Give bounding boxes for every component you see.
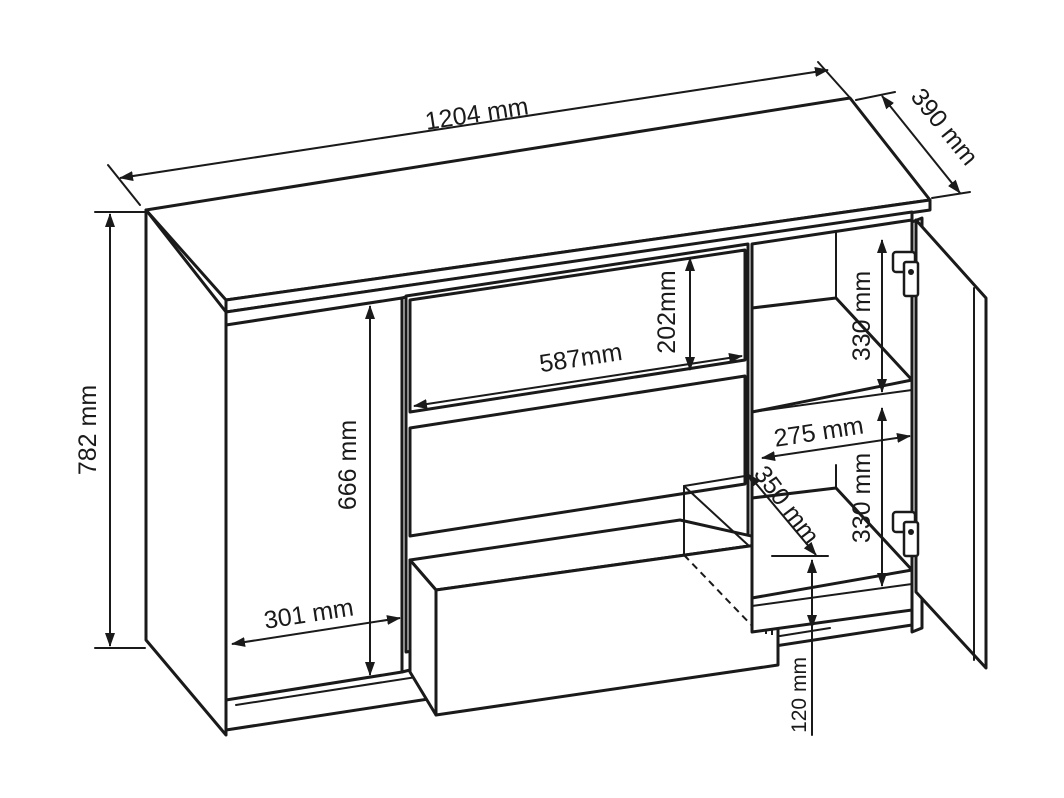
drawer-inner-height-label: 120 mm: [788, 657, 811, 733]
drawer-3-front: [434, 540, 780, 717]
width-ext-left: [107, 164, 141, 206]
drawer-3-side-bottom: [683, 554, 759, 633]
hinge-bottom-icon: [891, 510, 920, 558]
hinge-top-icon: [891, 250, 920, 298]
drawer-depth-dimension-line: [747, 473, 817, 556]
shelf-top-label: 330 mm: [848, 271, 876, 361]
upper-shelf-front: [751, 389, 913, 413]
dimension-lines: [94, 61, 971, 736]
depth-ext-bottom: [931, 191, 971, 199]
drawer-inner-ext-bottom: [779, 627, 831, 637]
shelf-bottom-label: 330 mm: [848, 453, 876, 543]
width-label: 1204 mm: [423, 92, 530, 135]
height-label: 782 mm: [74, 385, 102, 475]
left-door-panel: [224, 296, 404, 702]
cabinet-top-front-edge: [224, 198, 932, 314]
width-dimension-line: [119, 67, 829, 181]
left-width-dimension-line: [231, 615, 401, 647]
width-ext-right: [817, 61, 853, 101]
left-door: [224, 294, 412, 702]
lower-shelf-front: [751, 583, 913, 607]
right-door-panel: [914, 218, 988, 670]
drawer-3-side-top: [683, 485, 749, 546]
depth-ext-top: [855, 91, 896, 101]
drawer-height-label: 202mm: [653, 270, 681, 353]
depth-dimension-line: [881, 95, 961, 194]
cabinet-left-side: [144, 208, 228, 737]
depth-label: 390 mm: [905, 83, 984, 171]
right-width-dimension-line: [761, 432, 911, 462]
door-height-label: 666 mm: [334, 420, 362, 510]
right-door: [891, 216, 988, 670]
drawer-column: [404, 242, 780, 717]
drawer-3-rail-top: [683, 475, 746, 487]
